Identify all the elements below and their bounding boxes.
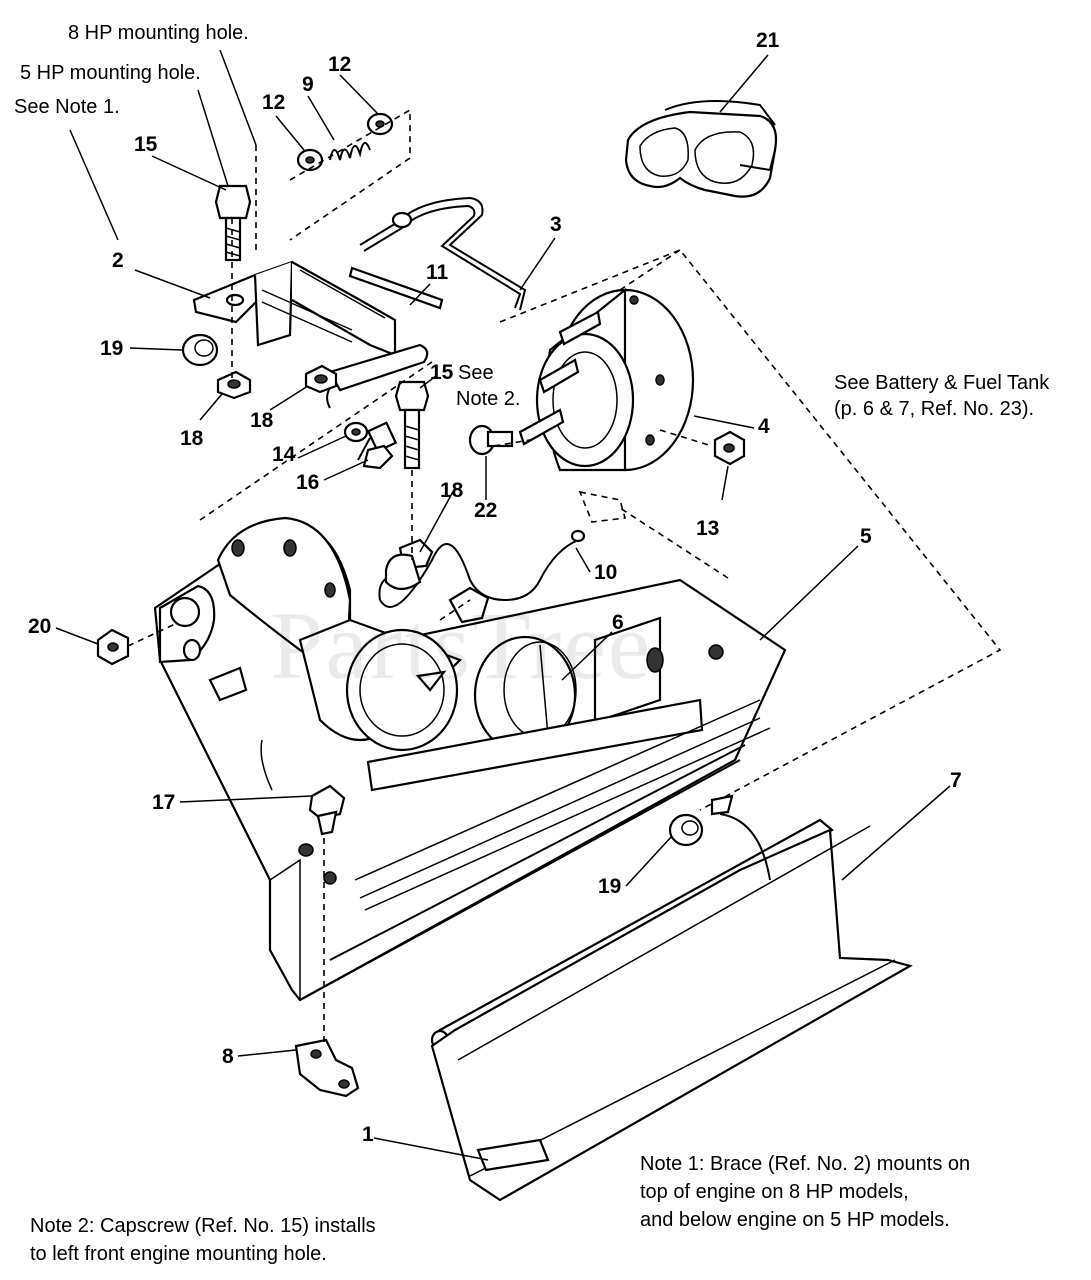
callout-21: 21 xyxy=(756,29,780,52)
callout-18-lower: 18 xyxy=(440,479,464,502)
callout-19-top: 19 xyxy=(100,337,124,360)
note-1: Note 1: Brace (Ref. No. 2) mounts on top… xyxy=(640,1150,1080,1234)
callout-22: 22 xyxy=(474,499,498,522)
callout-1: 1 xyxy=(362,1123,374,1146)
screw-part-22 xyxy=(468,424,514,456)
assembly-dashed-lines xyxy=(127,108,713,1046)
callout-15-middle: 15 xyxy=(430,361,454,384)
flange-part-4 xyxy=(518,287,695,472)
washer-part-14 xyxy=(343,421,369,443)
wire-part-10 xyxy=(378,529,586,624)
callout-18-left: 18 xyxy=(180,427,204,450)
callout-8: 8 xyxy=(222,1045,234,1068)
callout-7: 7 xyxy=(950,769,962,792)
battery-fuel-tank-reference-line-2: (p. 6 & 7, Ref. No. 23). xyxy=(834,398,1035,420)
pin-part-11 xyxy=(348,266,444,310)
housing-part-5 xyxy=(153,516,787,1002)
note-2: Note 2: Capscrew (Ref. No. 15) installs … xyxy=(30,1212,470,1268)
callout-5: 5 xyxy=(860,525,872,548)
callout-9: 9 xyxy=(302,73,314,96)
callout-4: 4 xyxy=(758,415,770,438)
callout-10: 10 xyxy=(594,561,618,584)
callout-6: 6 xyxy=(612,611,624,634)
safety-goggles-part-21 xyxy=(624,100,778,198)
callout-17: 17 xyxy=(152,791,176,814)
nut-part-20 xyxy=(96,628,130,666)
washer-part-12-b xyxy=(366,112,394,136)
callout-see-note-2-a: See xyxy=(458,362,494,384)
callout-see-note-2-b: Note 2. xyxy=(456,388,521,410)
callout-12-left: 12 xyxy=(262,91,286,114)
callout-12-right: 12 xyxy=(328,53,352,76)
rod-part-3 xyxy=(359,196,527,311)
brace-part-2 xyxy=(192,260,397,357)
washer-part-12-a xyxy=(296,148,324,172)
locknut-part-18-a xyxy=(216,370,252,400)
callout-13: 13 xyxy=(696,517,720,540)
callout-2: 2 xyxy=(112,249,124,272)
watermark: PartsTree xyxy=(270,592,653,699)
callout-14: 14 xyxy=(272,443,296,466)
callout-see-note-1: See Note 1. xyxy=(14,96,120,118)
grommet-part-19-top xyxy=(181,333,219,367)
spring-part-9 xyxy=(329,142,371,161)
capscrew-part-15-top xyxy=(214,184,252,262)
callout-8hp-mounting-hole: 8 HP mounting hole. xyxy=(68,22,249,44)
screw-part-16 xyxy=(357,421,398,470)
battery-fuel-tank-reference-line-1: See Battery & Fuel Tank xyxy=(834,372,1050,394)
callout-5hp-mounting-hole: 5 HP mounting hole. xyxy=(20,62,201,84)
capscrew-part-15-middle xyxy=(394,380,430,470)
callout-16: 16 xyxy=(296,471,320,494)
deflector-part-7 xyxy=(430,794,913,1202)
note-2-line-1: Note 2: Capscrew (Ref. No. 15) installs xyxy=(30,1215,376,1237)
bolt-part-17 xyxy=(308,784,346,836)
battery-reference-dashed-outline xyxy=(499,249,1002,811)
callout-18-middle: 18 xyxy=(250,409,274,432)
locknut-part-18-b xyxy=(304,364,338,394)
nut-part-13 xyxy=(713,430,746,466)
clamp-part-8 xyxy=(294,1038,360,1098)
note-1-line-1: Note 1: Brace (Ref. No. 2) mounts on xyxy=(640,1153,971,1175)
note-1-line-2: top of engine on 8 HP models, xyxy=(640,1181,909,1203)
grommet-part-19-bottom xyxy=(668,813,704,847)
leader-lines xyxy=(55,49,951,1161)
callout-19-bottom: 19 xyxy=(598,875,622,898)
note-1-line-3: and below engine on 5 HP models. xyxy=(640,1209,950,1231)
note-2-line-2: to left front engine mounting hole. xyxy=(30,1243,327,1265)
callout-11: 11 xyxy=(426,261,449,284)
callout-20: 20 xyxy=(28,615,52,638)
callout-15-top: 15 xyxy=(134,133,158,156)
callout-3: 3 xyxy=(550,213,562,236)
